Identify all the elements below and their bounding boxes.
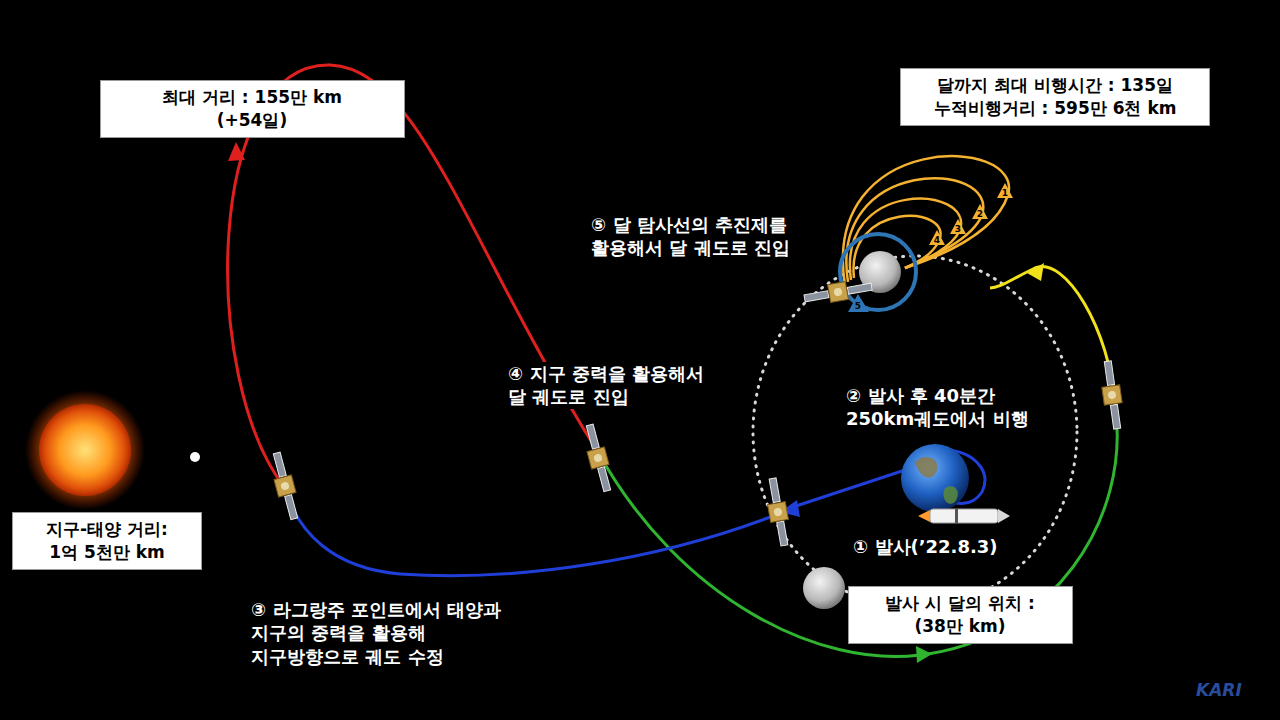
watermark: KARI [1196,682,1242,699]
callout-number: 1 [1002,189,1008,198]
info-box: 달까지 최대 비행시간 : 135일누적비행거리 : 595만 6천 km [900,68,1210,126]
lunar-orbit [840,234,916,310]
spacecraft [763,477,793,547]
spacecraft [268,451,303,521]
arrow-head [972,204,988,219]
spacecraft [803,277,873,307]
arrow-head [929,230,945,245]
step-label: ③ 라그랑주 포인트에서 태양과 지구의 중력을 활용해 지구방향으로 궤도 수… [248,598,522,668]
arrow-head [997,183,1013,198]
step-label: ⑤ 달 탐사선의 추진제를 활용해서 달 궤도로 진입 [588,213,822,260]
spacecraft [581,423,616,493]
box-text: 발사 시 달의 위치 : [863,592,1058,615]
box-text: 지구-태양 거리: [27,518,187,541]
arrow-head [916,646,932,663]
arrow-head [228,142,245,161]
arrow-head [848,294,869,312]
step-label: ① 발사(’22.8.3) [850,535,1001,558]
info-box: 최대 거리 : 155만 km(+54일) [100,80,405,138]
callout-number: 3 [955,225,961,234]
box-text: 최대 거리 : 155만 km [115,86,390,109]
box-text: 누적비행거리 : 595만 6천 km [915,97,1195,120]
earth [901,444,969,512]
green-trajectory [598,405,1117,657]
box-text: 1억 5천만 km [27,541,187,564]
lagrange-point [190,452,200,462]
info-box: 지구-태양 거리:1억 5천만 km [12,512,202,570]
info-box: 발사 시 달의 위치 :(38만 km) [848,586,1073,644]
moon [803,567,845,609]
sun [39,404,131,496]
box-text: 달까지 최대 비행시간 : 135일 [915,74,1195,97]
callout-number: 5 [855,302,861,311]
box-text: (38만 km) [863,615,1058,638]
rocket [918,509,1010,523]
earth-land [915,457,937,478]
box-text: (+54일) [115,109,390,132]
arrow-head [950,219,966,234]
sun-glow [25,390,145,510]
spacecraft [1098,360,1125,430]
moon-orbit [753,256,1077,608]
callout-number: 2 [977,210,983,219]
callout-number: 4 [934,236,940,245]
earth-land [943,486,957,504]
step-label: ② 발사 후 40분간 250km궤도에서 비행 [843,384,1054,431]
step-label: ④ 지구 중력을 활용해서 달 궤도로 진입 [505,362,721,409]
arrow-head [1027,263,1044,281]
blue-trajectory [287,496,778,576]
